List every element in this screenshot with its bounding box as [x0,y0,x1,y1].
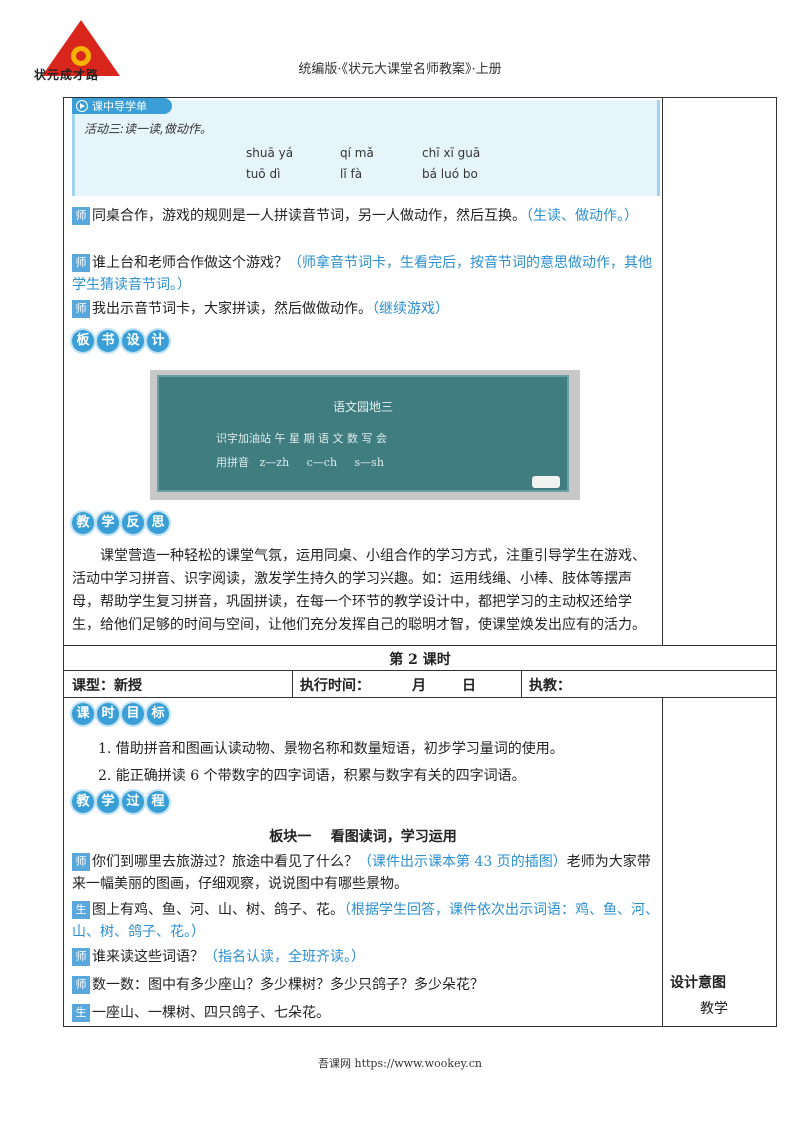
table-divider-right-2 [662,697,663,1027]
section-heading-board-design: 板 书 设 计 [72,330,169,352]
teacher-tag-icon: 师 [72,254,90,272]
page-header-title: 统编版·《状元大课堂名师教案》·上册 [298,62,502,77]
page-footer: 吾课网 https://www.wookey.cn [318,1057,482,1070]
teacher-paragraph: 师你们到哪里去旅游过？旅途中看见了什么？（课件出示课本第 43 页的插图）老师为… [72,853,651,892]
pinyin-word: bá luó bo [422,167,478,181]
blackboard [157,375,569,492]
pinyin-word: tuō dì [246,167,281,181]
table-divider-right [662,97,663,645]
design-intent-title: 设计意图 [670,975,726,991]
design-intent-text: 教学 [700,1001,728,1017]
row-divider [63,670,777,671]
pinyin-word: chī xī guā [422,146,481,160]
board-line: 用拼音 z—zh c—ch s—sh [216,456,384,469]
pinyin-word: lǐ fà [340,167,363,181]
teacher-paragraph: 师同桌合作，游戏的规则是一人拼读音节词，另一人做动作，然后互换。（生读、做动作。… [72,205,660,227]
cell-divider [292,670,293,697]
board-line: 识字加油站 午 星 期 语 文 数 写 会 [216,432,387,445]
teacher-tag-icon: 师 [72,976,90,994]
row-divider [63,697,777,698]
pinyin-word: shuā yá [246,146,294,160]
logo-text: 状元成才路 [34,68,100,82]
lesson-table [63,97,777,1027]
student-tag-icon: 生 [72,901,90,919]
guide-panel [72,100,660,196]
brand-logo-icon [42,20,120,76]
cell-divider [521,670,522,697]
day-label: 日 [462,678,476,694]
eraser-icon [532,476,560,488]
teacher-paragraph: 师谁上台和老师合作做这个游戏？（师拿音节词卡，生看完后，按音节词的意思做动作，其… [72,254,652,293]
teacher-tag-icon: 师 [72,948,90,966]
section-heading-process: 教 学 过 程 [72,791,169,813]
goal-item: 2. 能正确拼读 6 个带数字的四字词语，积累与数字有关的四字词语。 [98,768,526,784]
teacher-tag-icon: 师 [72,853,90,871]
teacher-label: 执教： [529,678,571,694]
execution-time-label: 执行时间： [300,678,370,694]
guide-label: 课中导学单 [72,98,172,114]
teacher-paragraph: 师我出示音节词卡，大家拼读，然后做做动作。（继续游戏） [72,298,660,320]
board-title: 语文园地三 [332,400,393,414]
row-divider [63,645,777,646]
student-paragraph: 生一座山、一棵树、四只鸽子、七朵花。 [72,1002,660,1024]
lesson-type: 课型：新授 [72,678,142,694]
reflection-text: 课堂营造一种轻松的课堂气氛，运用同桌、小组合作的学习方式，注重引导学生在游戏、活… [72,548,646,633]
student-paragraph: 生图上有鸡、鱼、河、山、树、鸽子、花。（根据学生回答，课件依次出示词语：鸡、鱼、… [72,901,659,940]
activity-text: 活动三:读一读,做动作。 [84,122,212,136]
section-heading-reflection: 教 学 反 思 [72,512,169,534]
month-label: 月 [412,678,426,694]
section-heading-goals: 课 时 目 标 [72,703,169,725]
teacher-tag-icon: 师 [72,207,90,225]
play-icon [76,100,88,112]
student-tag-icon: 生 [72,1004,90,1022]
lesson-title: 第 2 课时 [389,652,451,668]
teacher-paragraph: 师数一数：图中有多少座山？多少棵树？多少只鸽子？多少朵花？ [72,974,660,996]
block-title: 板块一 看图读词，学习运用 [269,829,457,845]
goal-item: 1. 借助拼音和图画认读动物、景物名称和数量短语，初步学习量词的使用。 [98,741,564,757]
teacher-tag-icon: 师 [72,300,90,318]
teacher-paragraph: 师谁来读这些词语？（指名认读，全班齐读。） [72,946,660,968]
pinyin-word: qí mǎ [340,146,374,160]
